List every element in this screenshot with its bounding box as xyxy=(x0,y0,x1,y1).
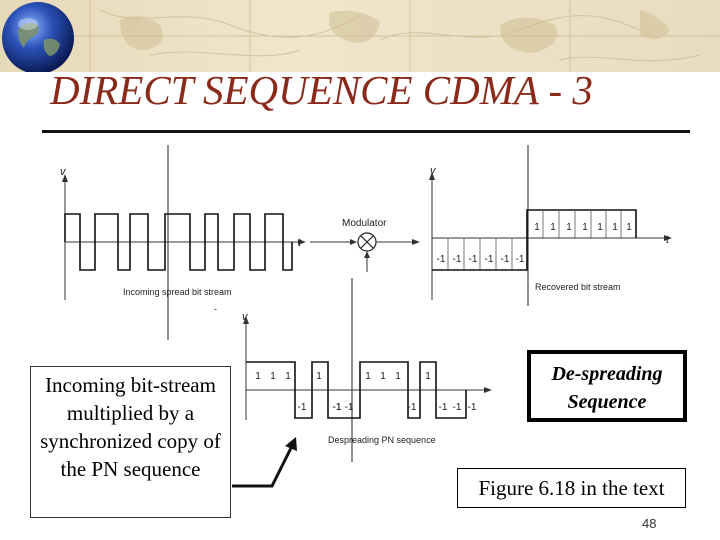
map-pattern xyxy=(0,0,720,72)
header-banner xyxy=(0,0,720,72)
modulator-block: Modulator xyxy=(310,218,420,462)
modulator-in-arrow-icon xyxy=(350,239,357,245)
recovered-value-0: -1 xyxy=(437,254,446,265)
pn-value-11: -1 xyxy=(408,402,417,413)
output-bit-ticks xyxy=(447,210,622,270)
recovered-value-11: 1 xyxy=(612,222,618,233)
stray-mark: - xyxy=(214,304,217,314)
recovered-value-10: 1 xyxy=(597,222,603,233)
recovered-value-9: 1 xyxy=(582,222,588,233)
output-caption: Recovered bit stream xyxy=(535,282,621,292)
pn-caption: Despreading PN sequence xyxy=(328,435,436,445)
input-waveform xyxy=(64,213,293,271)
pn-v-arrow-icon xyxy=(243,316,249,324)
pn-v-label: v xyxy=(242,311,249,323)
pn-value-9: 1 xyxy=(380,371,386,382)
pn-value-2: 1 xyxy=(285,371,291,382)
recovered-value-12: 1 xyxy=(626,222,632,233)
pn-value-3: -1 xyxy=(298,402,307,413)
pn-value-7: -1 xyxy=(333,402,342,413)
pn-t-arrow-icon xyxy=(484,387,492,393)
pn-value-14: -1 xyxy=(453,402,462,413)
recovered-value-2: -1 xyxy=(469,254,478,265)
slide-title: DIRECT SEQUENCE CDMA - 3 xyxy=(50,67,593,113)
input-v-arrow-icon xyxy=(62,174,68,182)
page-number: 48 xyxy=(642,516,657,531)
recovered-value-1: -1 xyxy=(453,254,462,265)
recovered-value-4: -1 xyxy=(501,254,510,265)
pn-value-0: 1 xyxy=(255,371,261,382)
despreading-label: De-spreading Sequence xyxy=(527,350,687,422)
input-caption: Incoming spread bit stream xyxy=(123,287,232,297)
pn-value-6: -1 xyxy=(345,402,354,413)
output-v-arrow-icon xyxy=(429,172,435,180)
output-v-label: v xyxy=(430,165,437,177)
output-waveform xyxy=(432,209,637,271)
recovered-value-6: 1 xyxy=(534,222,540,233)
pn-value-13: -1 xyxy=(439,402,448,413)
multiplier-cross-b xyxy=(360,235,374,249)
recovered-value-3: -1 xyxy=(485,254,494,265)
modulator-label: Modulator xyxy=(342,218,387,229)
recovered-value-5: -1 xyxy=(516,254,525,265)
modulator-out-arrow-icon xyxy=(412,239,420,245)
recovered-value-8: 1 xyxy=(566,222,572,233)
title-divider xyxy=(42,130,690,133)
figure-reference: Figure 6.18 in the text xyxy=(457,468,686,508)
pn-value-15: -1 xyxy=(468,402,477,413)
output-t-label: t xyxy=(666,234,670,246)
pn-value-12: 1 xyxy=(425,371,431,382)
pn-feed-arrow-icon xyxy=(364,251,370,258)
recovered-value-7: 1 xyxy=(550,222,556,233)
input-note-callout: Incoming bit-stream multiplied by a sync… xyxy=(30,366,231,518)
input-t-arrow-icon xyxy=(298,239,306,245)
pn-value-4: 1 xyxy=(316,371,322,382)
input-t-label: t xyxy=(298,237,302,249)
pn-value-1: 1 xyxy=(270,371,276,382)
globe-icon xyxy=(2,2,74,72)
output-t-arrow-icon xyxy=(664,235,672,241)
pn-value-10: 1 xyxy=(395,371,401,382)
input-v-label: v xyxy=(60,166,67,178)
arrow-icon xyxy=(232,437,297,488)
input-waveform-panel: v t Incoming spread bit stream - xyxy=(60,145,306,340)
pn-value-8: 1 xyxy=(365,371,371,382)
pn-waveform xyxy=(246,361,467,419)
pn-value-5: -1 xyxy=(333,402,342,413)
